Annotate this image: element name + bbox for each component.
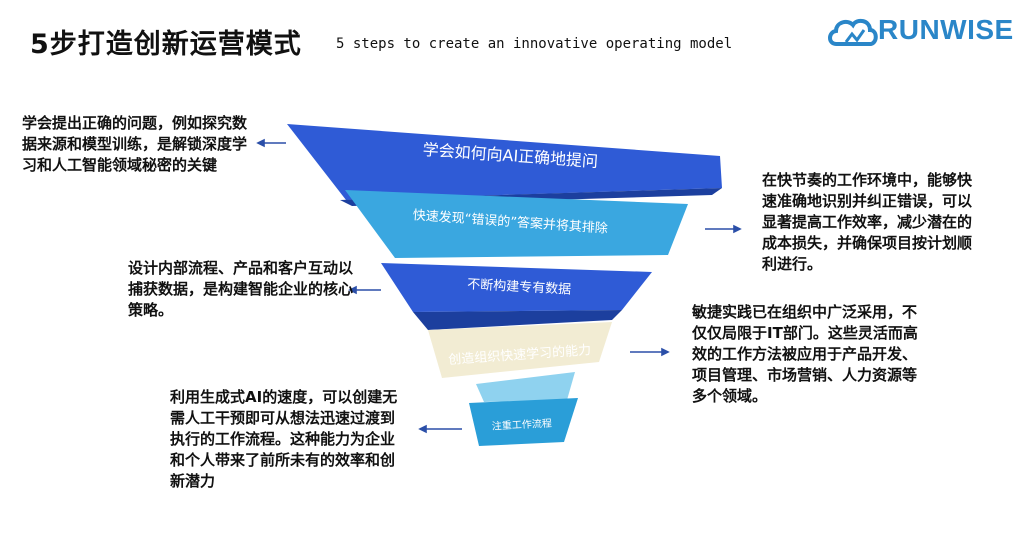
page-title: 5步打造创新运营模式 xyxy=(30,29,302,60)
logo-text: RUNWISE xyxy=(878,14,1014,45)
funnel-step-5-band xyxy=(469,398,578,446)
funnel-step-5-label: 注重工作流程 xyxy=(492,416,553,432)
step-1-description: 学会提出正确的问题，例如探究数据来源和模型训练，是解锁深度学习和人工智能领域秘密… xyxy=(22,114,248,174)
step-3-description: 设计内部流程、产品和客户互动以捕获数据，是构建智能企业的核心策略。 xyxy=(128,259,354,319)
funnel-step-2-band xyxy=(345,190,688,258)
funnel-step-4-band xyxy=(428,322,612,378)
funnel-step-3-band xyxy=(381,263,652,312)
page-subtitle: 5 steps to create an innovative operatin… xyxy=(336,36,733,52)
funnel-step-1-band xyxy=(287,124,722,200)
step-5-description: 利用生成式AI的速度，可以创建无需人工干预即可从想法迅速过渡到执行的工作流程。这… xyxy=(170,388,398,490)
step-2-description: 在快节奏的工作环境中，能够快速准确地识别并纠正错误，可以显著提高工作效率，减少潜… xyxy=(762,171,973,273)
logo-cloud-icon xyxy=(828,18,878,46)
step-4-description: 敏捷实践已在组织中广泛采用，不仅仅局限于IT部门。这些灵活而高效的工作方法被应用… xyxy=(692,303,918,405)
funnel-step-3-label: 不断构建专有数据 xyxy=(467,277,572,297)
